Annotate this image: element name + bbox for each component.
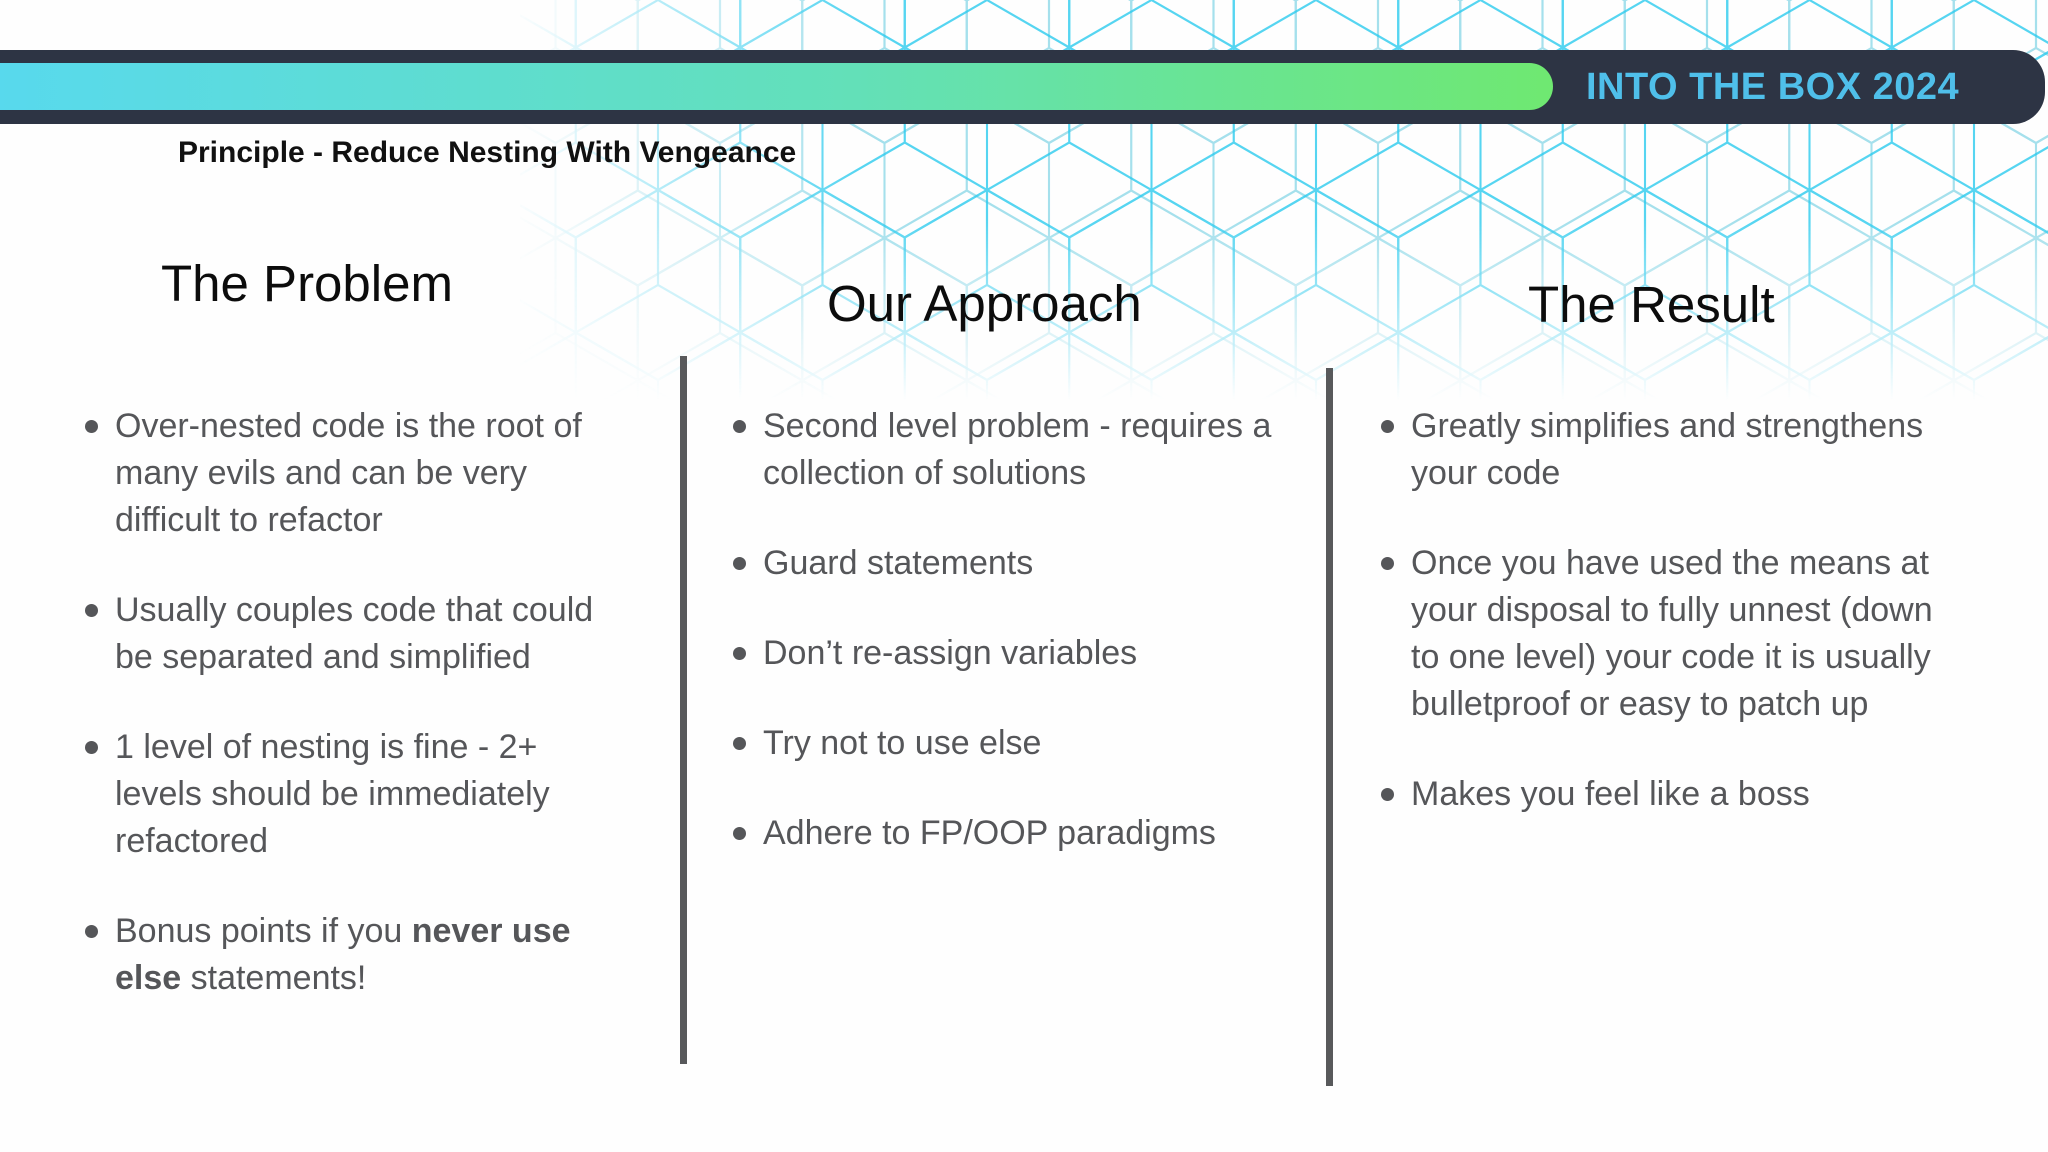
bullet-item: Once you have used the means at your dis… — [1380, 540, 1952, 728]
slide-title: Principle - Reduce Nesting With Vengeanc… — [178, 136, 797, 169]
bullet-item: Makes you feel like a boss — [1380, 771, 1952, 818]
bullet-item: Guard statements — [732, 540, 1284, 587]
conference-name: INTO THE BOX 2024 — [1586, 66, 1960, 108]
approach-bullet-list: Second level problem - requires a collec… — [732, 403, 1284, 900]
problem-bullet-list: Over-nested code is the root of many evi… — [84, 403, 609, 1045]
bullet-item: Try not to use else — [732, 720, 1284, 767]
column-heading-problem: The Problem — [161, 255, 453, 312]
result-bullet-list: Greatly simplifies and strengthens your … — [1380, 403, 1952, 861]
banner-gradient-pill — [0, 63, 1553, 110]
column-heading-approach: Our Approach — [827, 275, 1142, 332]
bullet-item: Adhere to FP/OOP paradigms — [732, 810, 1284, 857]
bullet-item: Bonus points if you never use else state… — [84, 908, 609, 1002]
bullet-item: Over-nested code is the root of many evi… — [84, 403, 609, 544]
bullet-item: Usually couples code that could be separ… — [84, 587, 609, 681]
bullet-item: 1 level of nesting is fine - 2+ levels s… — [84, 724, 609, 865]
bullet-item: Don’t re-assign variables — [732, 630, 1284, 677]
bullet-item: Second level problem - requires a collec… — [732, 403, 1284, 497]
column-divider-right — [1326, 368, 1333, 1086]
column-divider-left — [680, 356, 687, 1064]
bullet-item: Greatly simplifies and strengthens your … — [1380, 403, 1952, 497]
conference-banner: INTO THE BOX 2024 — [0, 50, 2045, 124]
column-heading-result: The Result — [1528, 276, 1775, 333]
